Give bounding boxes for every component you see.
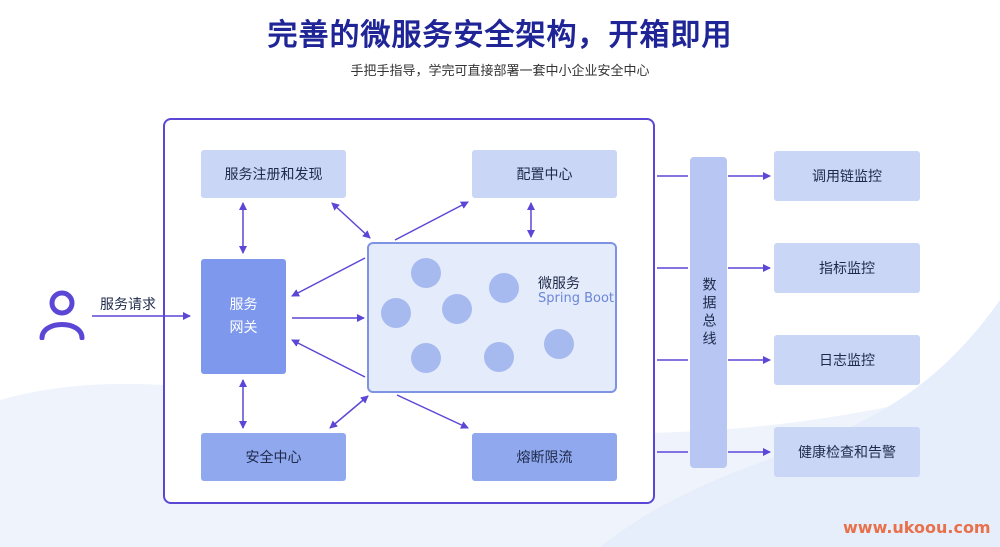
service-security-arrow [329,395,369,429]
microservice-title: 微服务 [538,276,580,292]
service-dot [442,294,472,324]
page-title: 完善的微服务安全架构，开箱即用 [267,18,733,53]
monitor-logs-box: 日志监控 [774,335,920,385]
service-dot [411,343,441,373]
data-bus: 数据总线 [690,157,727,468]
security-center-box: 安全中心 [201,433,346,481]
service-gateway-arrow [291,257,366,297]
service-dot [381,298,411,328]
monitor-tracing-box: 调用链监控 [774,151,920,201]
monitor-metrics-box: 指标监控 [774,243,920,293]
page-subtitle: 手把手指导，学完可直接部署一套中小企业安全中心 [350,64,650,79]
gateway-label-1: 服务 [229,297,258,314]
watermark: www.ukoou.com [843,518,991,537]
monitor-health-box: 健康检查和告警 [774,427,920,477]
microservice-subtitle: Spring Boot [538,291,615,306]
service-dot [544,329,574,359]
request-label: 服务请求 [100,297,156,313]
registry-box: 服务注册和发现 [201,150,346,198]
service-registry-arrow [331,202,371,239]
service-gateway-arrow [291,339,366,378]
service-dot [484,342,514,372]
service-breaker-arrow [396,394,469,429]
gateway-label-2: 网关 [229,319,258,336]
service-dot [489,273,519,303]
service-dot [411,258,441,288]
gateway-box: 服务 网关 [201,259,286,374]
config-center-box: 配置中心 [472,150,617,198]
service-config-arrow [394,201,469,241]
user-icon [39,290,85,340]
circuit-breaker-box: 熔断限流 [472,433,617,481]
